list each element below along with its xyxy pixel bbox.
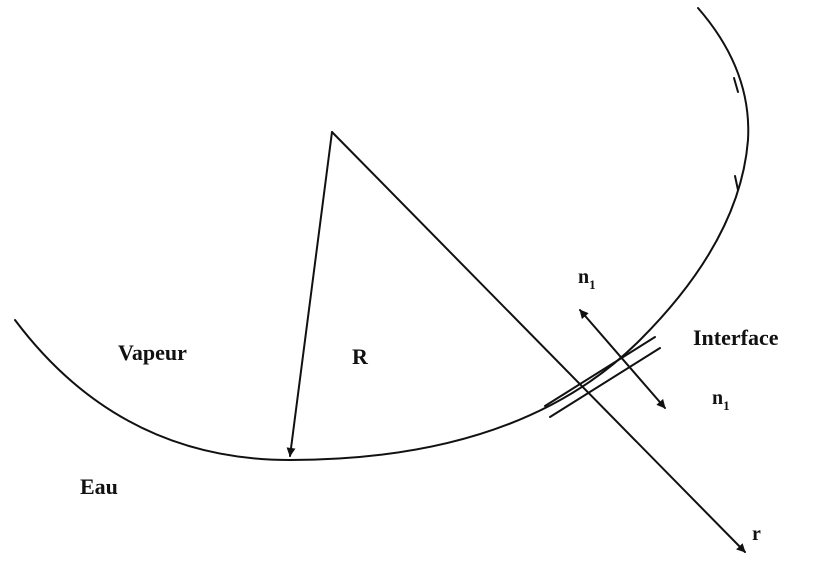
normal-subscript: 1: [723, 398, 730, 413]
interface-arc: [14, 7, 750, 462]
normal-subscript: 1: [589, 277, 596, 292]
normal-vector: [579, 309, 666, 409]
interface-layer-outer: [544, 336, 656, 407]
radius-line: [286, 131, 333, 457]
arc-tick-upper: [733, 77, 739, 93]
normal-label-upper: n1: [578, 266, 596, 292]
arc-tick-lower: [734, 175, 739, 191]
interface-label: Interface: [693, 325, 779, 350]
radial-axis-line: [331, 131, 746, 553]
normal-label-lower: n1: [712, 387, 730, 413]
normal-symbol: n: [578, 266, 589, 288]
radial-axis-label: r: [752, 523, 761, 545]
eau-label: Eau: [80, 474, 118, 499]
normal-symbol: n: [712, 387, 723, 409]
vapeur-label: Vapeur: [118, 340, 187, 365]
radius-label: R: [352, 344, 369, 369]
